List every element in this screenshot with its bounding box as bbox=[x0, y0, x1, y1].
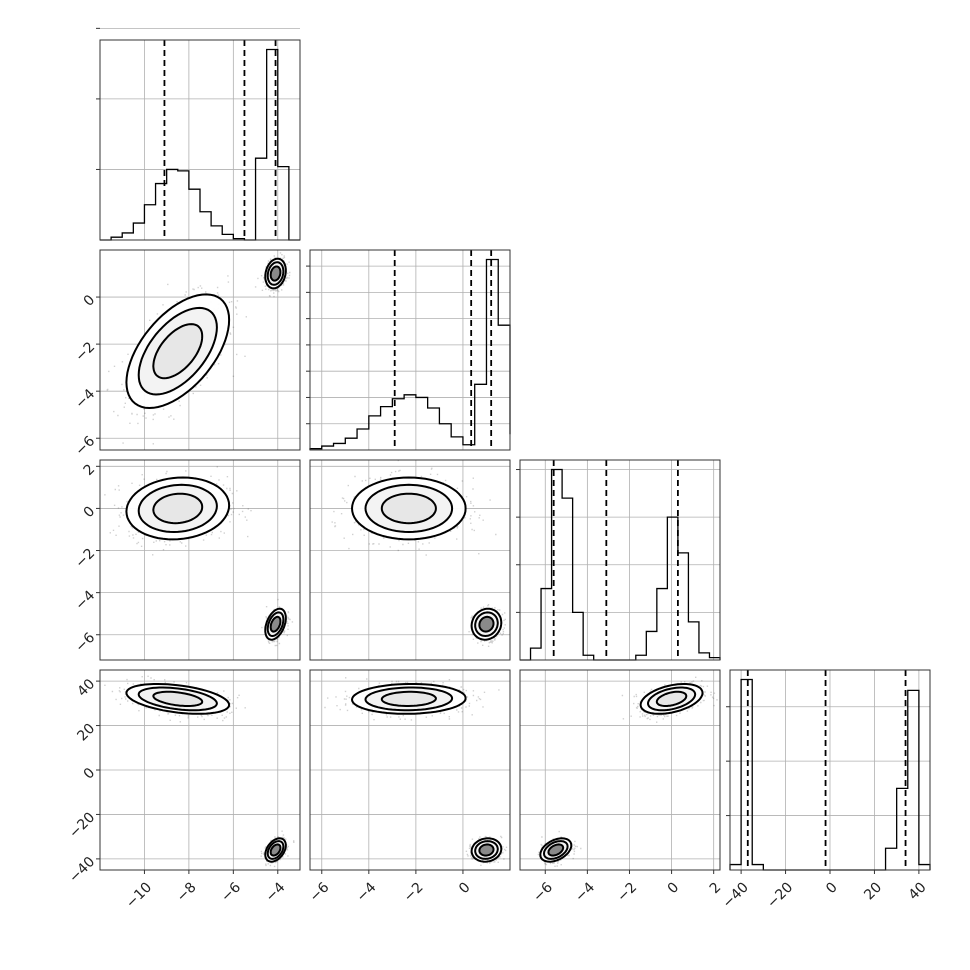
x-tick-label: 20 bbox=[861, 879, 885, 903]
contour-level-2 bbox=[152, 492, 204, 525]
panel-2-2 bbox=[516, 459, 721, 661]
contour-level-2 bbox=[478, 615, 495, 633]
contour-level-2 bbox=[152, 323, 204, 380]
x-tick-label: −2 bbox=[401, 879, 427, 905]
scatter-points bbox=[104, 675, 295, 868]
histogram-1 bbox=[309, 258, 511, 450]
contour-level-2 bbox=[380, 492, 437, 525]
x-tick-label: −2 bbox=[614, 879, 640, 905]
y-tick-label: −6 bbox=[72, 630, 98, 656]
x-tick-label: 0 bbox=[665, 879, 683, 897]
scatter-points bbox=[106, 252, 291, 445]
x-tick-label: −4 bbox=[354, 879, 380, 905]
x-tick-label: −4 bbox=[572, 879, 598, 905]
x-tick-label: −40 bbox=[720, 879, 752, 911]
x-tick-label: −20 bbox=[764, 879, 796, 911]
x-tick-label: −6 bbox=[530, 879, 556, 905]
histogram-0 bbox=[100, 48, 300, 241]
x-tick-label: 2 bbox=[707, 879, 725, 897]
panel-3-2: −6 −4 −2 0 2 bbox=[519, 669, 725, 905]
scatter-points bbox=[331, 460, 506, 647]
contour-level-2 bbox=[152, 690, 204, 707]
contour-level-2 bbox=[655, 690, 688, 707]
contour-level-2 bbox=[547, 843, 565, 857]
y-tick-label: 0 bbox=[81, 292, 99, 310]
y-tick-label: 2 bbox=[81, 461, 99, 479]
x-tick-label: −6 bbox=[218, 879, 244, 905]
scatter-points bbox=[537, 676, 718, 867]
panel-frame bbox=[309, 669, 511, 871]
panel-2-0: −6 −4 −2 0 2 bbox=[72, 459, 301, 661]
y-tick-label: 0 bbox=[81, 503, 99, 521]
y-tick-label: −4 bbox=[72, 386, 98, 412]
y-tick-label: −6 bbox=[72, 433, 98, 459]
x-tick-label: −4 bbox=[263, 879, 289, 905]
panel-frame bbox=[99, 249, 301, 451]
panel-frame bbox=[309, 459, 511, 661]
x-tick-label: −6 bbox=[307, 879, 333, 905]
x-tick-label: −10 bbox=[123, 879, 155, 911]
y-tick-label: 20 bbox=[74, 721, 98, 745]
y-tick-label: 0 bbox=[81, 765, 99, 783]
panel-1-1 bbox=[306, 249, 511, 451]
panel-2-1 bbox=[309, 459, 511, 661]
panel-frame bbox=[99, 459, 301, 661]
contour-level-2 bbox=[269, 615, 282, 633]
x-tick-label: 0 bbox=[823, 879, 841, 897]
panel-frame bbox=[519, 459, 721, 661]
contour-level-2 bbox=[478, 843, 495, 857]
y-tick-label: −4 bbox=[72, 588, 98, 614]
x-tick-label: 0 bbox=[456, 879, 474, 897]
panel-3-3: −40 −20 0 20 40 bbox=[720, 669, 931, 912]
y-tick-label: −20 bbox=[66, 809, 98, 841]
contour-level-2 bbox=[269, 265, 282, 282]
x-tick-label: −8 bbox=[174, 879, 200, 905]
contour-level-2 bbox=[269, 843, 282, 857]
scatter-points bbox=[104, 466, 294, 647]
y-tick-label: −2 bbox=[72, 546, 98, 572]
panel-0-0 bbox=[96, 27, 301, 241]
y-tick-label: 40 bbox=[74, 676, 98, 700]
scatter-points bbox=[324, 677, 508, 866]
panel-1-0: −6 −4 −2 0 bbox=[72, 249, 301, 459]
panel-3-0: −10 −8 −6 −4 −40 −20 0 20 40 bbox=[66, 669, 301, 912]
y-tick-label: −40 bbox=[66, 854, 98, 886]
panel-3-1: −6 −4 −2 0 bbox=[307, 669, 511, 905]
contour-level-2 bbox=[380, 690, 437, 707]
x-tick-label: 40 bbox=[906, 879, 930, 903]
panel-frame bbox=[309, 249, 511, 451]
panel-frame bbox=[99, 39, 301, 241]
y-tick-label: −2 bbox=[72, 339, 98, 365]
panel-frame bbox=[519, 669, 721, 871]
